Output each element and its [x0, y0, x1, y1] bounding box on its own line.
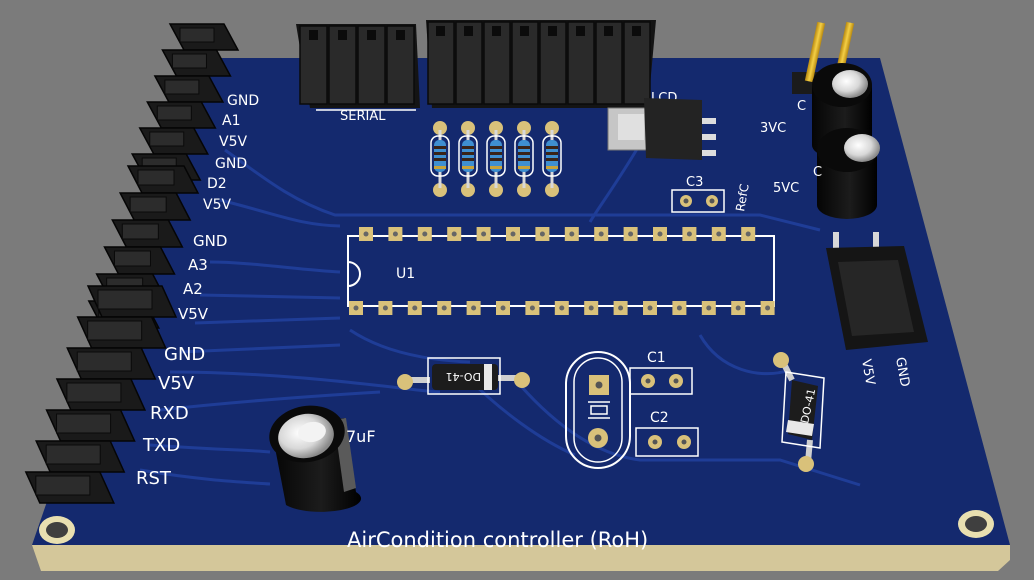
u1-pads: [349, 227, 775, 315]
left-pin-label: V5V: [178, 305, 209, 323]
left-pin-label: TXD: [142, 435, 180, 456]
label-cap-5v: 5VC: [773, 181, 799, 196]
resistor: [458, 121, 478, 197]
left-pin-label: GND: [193, 232, 227, 250]
board-title: AirCondition controller (RoH): [347, 528, 648, 552]
resistor: [430, 121, 450, 197]
c1-outline: [629, 367, 693, 395]
c2-outline: [635, 427, 699, 457]
lcd-pin-slot: [595, 21, 623, 105]
c3-outline: [671, 189, 725, 213]
power-header-right: [826, 232, 928, 350]
label-u1: U1: [396, 266, 415, 282]
pcb-edge: [32, 545, 1010, 571]
serial-header: [296, 24, 420, 108]
left-pin-label: V5V: [203, 197, 231, 213]
capacitor-5v: [817, 128, 880, 219]
resistor-array: [430, 121, 562, 197]
capacitor-7uf: [269, 405, 362, 512]
label-cap-7uf: 7uF: [346, 427, 376, 446]
resistor: [542, 121, 562, 197]
label-refc: RefC: [733, 183, 752, 213]
left-pin-label: RST: [136, 468, 172, 489]
left-header-strip: [24, 285, 178, 504]
label-serial: SERIAL: [340, 109, 386, 124]
left-pin-label: V5V: [219, 134, 247, 150]
left-pin-label: GND: [164, 344, 205, 365]
label-c2: C2: [650, 410, 669, 426]
resistor: [514, 121, 534, 197]
label-cap-3v-ref: C: [797, 109, 798, 111]
left-pin-label: GND: [227, 93, 259, 109]
label-cap-3v: 3VC: [760, 121, 786, 136]
left-header-labels: GNDA1V5VGNDD2V5VGNDA3A2V5VGNDV5VRXDTXDRS…: [136, 93, 259, 489]
diode-right: [773, 352, 825, 472]
label-diode-left: DO-41: [446, 370, 481, 383]
label-cap-5v-ref: C: [813, 165, 822, 180]
left-pin-label: A1: [222, 113, 240, 129]
left-headers: [24, 23, 240, 504]
voltage-regulator: [607, 98, 716, 160]
left-pin-label: A2: [183, 280, 203, 298]
label-cap-3v-top-ref: C: [797, 99, 806, 114]
label-c3: C3: [686, 175, 703, 190]
left-pin-label: D2: [207, 176, 227, 192]
lcd-header: [426, 20, 656, 108]
label-right-gnd: GND: [892, 356, 912, 388]
left-pin-label: V5V: [158, 373, 195, 394]
label-right-v5v: V5V: [858, 358, 877, 386]
crystal: [565, 351, 631, 469]
resistor: [486, 121, 506, 197]
left-pin-label: GND: [215, 156, 247, 172]
left-pin-label: A3: [188, 256, 208, 274]
diode-left: [397, 357, 530, 395]
lcd-pin-slot: [483, 21, 511, 105]
left-pin-label: RXD: [150, 403, 189, 424]
label-c1: C1: [647, 350, 666, 366]
